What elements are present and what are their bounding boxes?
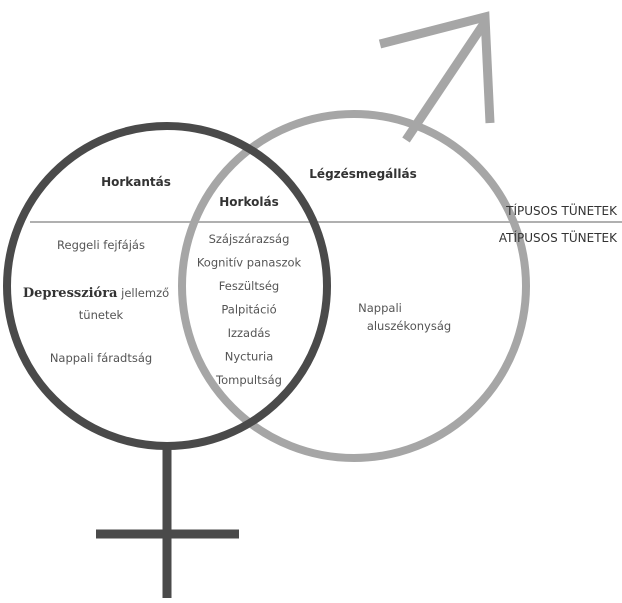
overlap-heading: Horkolás — [219, 195, 278, 209]
male-circle — [178, 110, 530, 462]
female-heading: Horkantás — [101, 175, 171, 189]
male-symbol — [178, 11, 530, 462]
overlap-item: Izzadás — [228, 326, 271, 340]
overlap-item: Palpitáció — [221, 303, 276, 317]
female-item-depression-line2: tünetek — [79, 308, 124, 322]
overlap-item: Tompultság — [215, 373, 282, 387]
overlap-item: Kognitív panaszok — [197, 256, 302, 270]
male-item-line1: Nappali — [358, 301, 402, 315]
female-symbol — [3, 122, 331, 598]
typical-symptoms-label: TÍPUSOS TÜNETEK — [505, 202, 618, 218]
depression-bold-text: Depresszióra — [23, 286, 118, 301]
mars-symbol-icon — [378, 11, 495, 124]
female-item-morning-headache: Reggeli fejfájás — [57, 238, 145, 252]
atypical-symptoms-label: ATÍPUSOS TÜNETEK — [499, 229, 618, 245]
depression-rest-text: jellemző — [117, 286, 169, 300]
male-heading: Légzésmegállás — [309, 167, 416, 181]
overlap-item: Nycturia — [225, 350, 274, 364]
male-item-line2: aluszékonyság — [367, 319, 451, 333]
overlap-item: Feszültség — [219, 279, 279, 293]
female-item-depression: Depresszióra jellemző — [23, 286, 169, 301]
overlap-item: Szájszárazság — [209, 232, 290, 246]
male-arrow-shaft — [402, 19, 489, 143]
female-item-daytime-fatigue: Nappali fáradtság — [50, 351, 152, 365]
